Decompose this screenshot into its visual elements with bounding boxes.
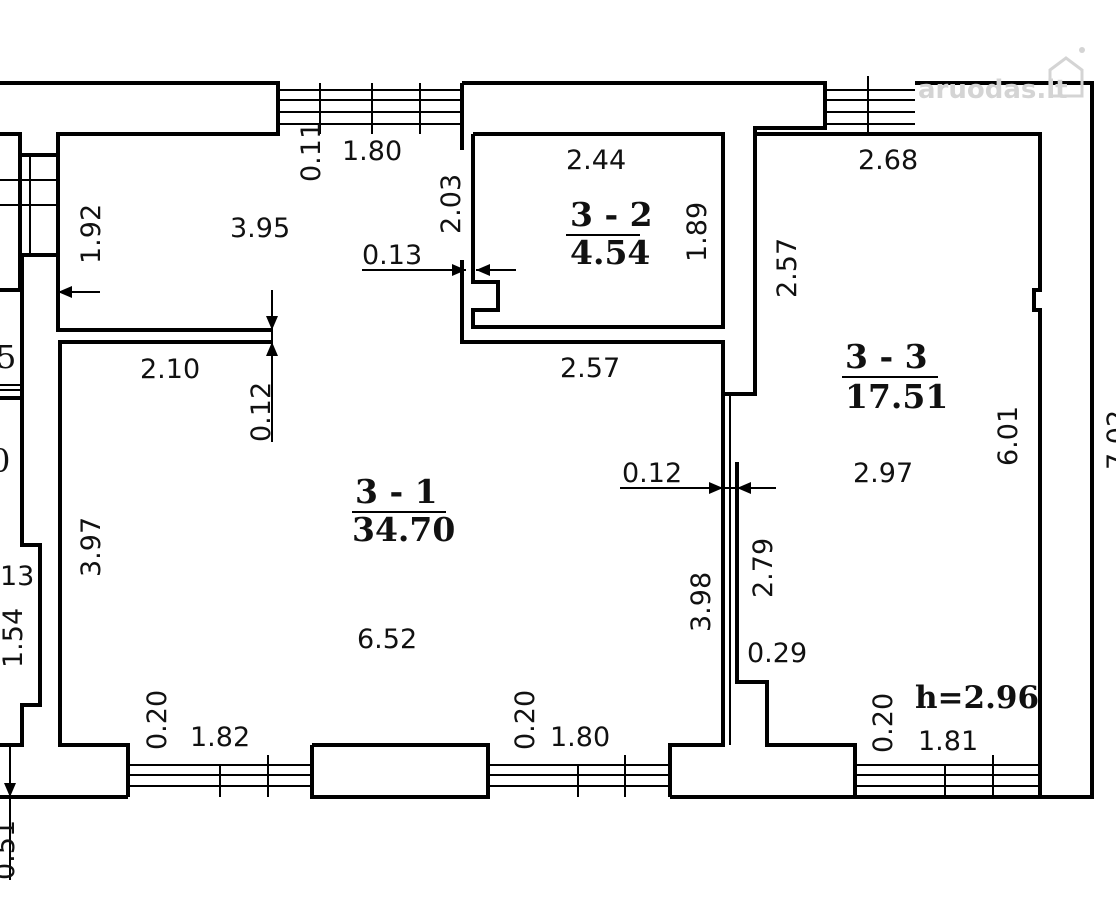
dim-label: 0.12: [246, 382, 277, 442]
room-3-2-label: 3 - 2 4.54: [566, 195, 653, 272]
room-area: 4.54: [570, 233, 650, 272]
dim-label: 0.29: [747, 638, 807, 669]
dim-label: 1.54: [0, 608, 29, 668]
dim-label: 3.95: [230, 213, 290, 244]
dim-label: 2.57: [772, 238, 803, 298]
dim-label: 0.11: [296, 122, 327, 182]
dim-label: 0.51: [0, 820, 21, 880]
dim-label: 2.79: [748, 538, 779, 598]
dim-label: 5: [0, 338, 16, 376]
watermark: aruodas.lt: [918, 47, 1085, 105]
house-logo-icon: [1048, 47, 1085, 98]
dim-label: 0.20: [868, 693, 899, 753]
dim-label: 1.80: [550, 722, 610, 753]
dimension-lines: [4, 264, 776, 880]
dim-label: 1.82: [190, 722, 250, 753]
room-area: 34.70: [352, 510, 455, 549]
dim-label: 2.10: [140, 354, 200, 385]
dim-label: 6.01: [993, 406, 1024, 466]
dim-label: 2.44: [566, 145, 626, 176]
walls: [0, 81, 1094, 799]
watermark-text: aruodas.lt: [918, 75, 1068, 105]
dim-label: 0.13: [362, 240, 422, 271]
dim-label: 0.12: [622, 458, 682, 489]
dim-label: 0.20: [510, 690, 541, 750]
dim-label: 1.81: [918, 726, 978, 757]
dim-label: 2.97: [853, 458, 913, 489]
room-id: 3 - 3: [845, 337, 928, 376]
dim-label: 1.89: [682, 202, 713, 262]
dim-label: 6.52: [357, 624, 417, 655]
dim-label: 0.20: [142, 690, 173, 750]
room-area: 17.51: [845, 377, 948, 416]
room-id: 3 - 2: [570, 195, 653, 234]
dimension-labels: 1.80 3.95 2.44 0.13 2.68 2.10 2.57 0.12 …: [0, 122, 1116, 880]
dim-label: 2.68: [858, 145, 918, 176]
dim-label: 13: [0, 561, 34, 592]
windows: [0, 76, 1040, 797]
dim-label: 3.97: [76, 517, 107, 577]
dim-label: 1.80: [342, 136, 402, 167]
ceiling-height-label: h=2.96: [915, 680, 1039, 716]
dim-label: 7.02: [1102, 410, 1116, 470]
room-id: 3 - 1: [355, 472, 438, 511]
room-3-1-label: 3 - 1 34.70: [352, 472, 455, 549]
dim-label: 2.57: [560, 353, 620, 384]
dim-label: 1.92: [76, 204, 107, 264]
room-3-3-label: 3 - 3 17.51: [842, 337, 948, 416]
dim-label: 3.98: [686, 572, 717, 632]
dim-label: 0: [0, 442, 10, 480]
dim-label: 2.03: [436, 174, 467, 234]
